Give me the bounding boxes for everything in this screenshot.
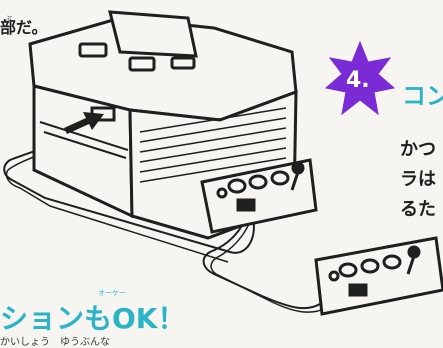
reset-button bbox=[130, 58, 154, 70]
cartridge bbox=[110, 12, 196, 56]
controller-2-button-b bbox=[362, 260, 378, 272]
controller-2-button-a bbox=[340, 264, 356, 276]
controller-1-button-b bbox=[250, 176, 266, 188]
controller-2-button-c bbox=[384, 256, 400, 268]
controller-1-connector bbox=[238, 200, 254, 210]
power-button bbox=[80, 44, 106, 56]
controller-1-small-button bbox=[218, 189, 226, 197]
controller-1-button-a bbox=[229, 180, 245, 192]
arcade-joystick-controller-2 bbox=[316, 238, 443, 314]
eject-button bbox=[172, 58, 194, 68]
console-front bbox=[34, 86, 132, 216]
controller-1-joystick-knob bbox=[293, 163, 303, 173]
controller-2-joystick-knob bbox=[409, 247, 419, 257]
step-number: 4. bbox=[346, 68, 370, 93]
controller-2-connector bbox=[350, 285, 366, 295]
controller-1-button-c bbox=[272, 172, 288, 184]
controller-2-small-button bbox=[330, 272, 338, 280]
